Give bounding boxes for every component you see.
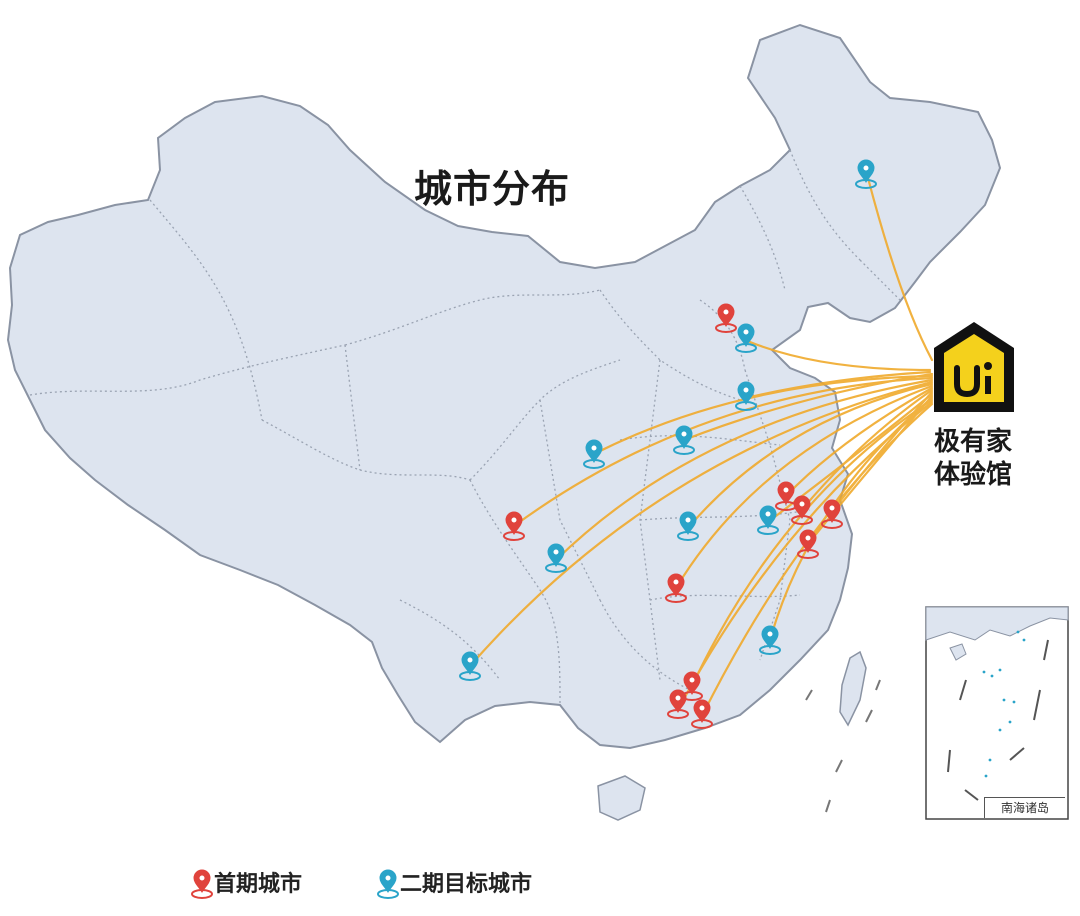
map-title: 城市分布 [414, 167, 571, 211]
legend-item-first-phase: 首期城市 [186, 866, 302, 898]
brand-logo-icon [934, 322, 1014, 412]
legend-item-second-phase: 二期目标城市 [372, 866, 532, 898]
province-boundaries [29, 149, 901, 706]
route-arcs [468, 176, 934, 718]
south-china-sea-inset [925, 606, 1069, 820]
brand-name-line2: 体验馆 [934, 460, 1013, 490]
brand-name-line1: 极有家 [934, 427, 1013, 457]
legend-label-first-phase: 首期城市 [214, 872, 303, 897]
hainan-island-shape [597, 775, 646, 821]
taiwan-island-shape [839, 650, 867, 727]
china-mainland-shape [6, 23, 1002, 750]
brand-name: 极有家 体验馆 [934, 426, 1044, 492]
maritime-boundary-dashes [805, 679, 881, 813]
legend-label-second-phase: 二期目标城市 [400, 872, 533, 897]
inset-label: 南海诸岛 [984, 797, 1065, 818]
